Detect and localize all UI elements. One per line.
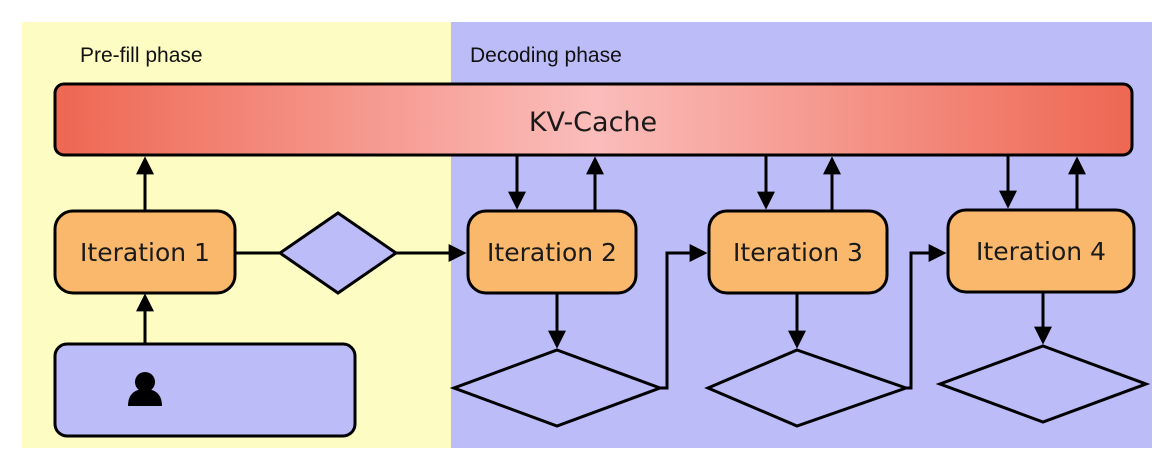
arrow-diamond-2-to-iteration-3	[660, 244, 708, 390]
user-icon	[128, 372, 162, 406]
kv-cache-label: KV-Cache	[529, 107, 657, 138]
prefill-phase-title: Pre-fill phase	[80, 44, 203, 67]
arrow-diamond-3-to-iteration-4	[906, 244, 947, 390]
decision-diamond-iteration-3	[704, 348, 911, 428]
iteration-1-label: Iteration 1	[80, 238, 210, 267]
iteration-2-box	[466, 209, 638, 295]
kv-cache-bar	[53, 82, 1134, 157]
decision-diamond-iteration-2	[449, 348, 665, 428]
decision-diamond-iteration-4	[935, 344, 1151, 424]
decision-diamond-prefill	[277, 211, 399, 295]
user-input-box	[53, 342, 357, 438]
iteration-3-label: Iteration 3	[733, 238, 863, 267]
iteration-4-label: Iteration 4	[976, 237, 1106, 266]
iteration-4-box	[946, 208, 1136, 294]
decoding-phase-title: Decoding phase	[470, 44, 622, 67]
iteration-2-label: Iteration 2	[487, 238, 617, 267]
